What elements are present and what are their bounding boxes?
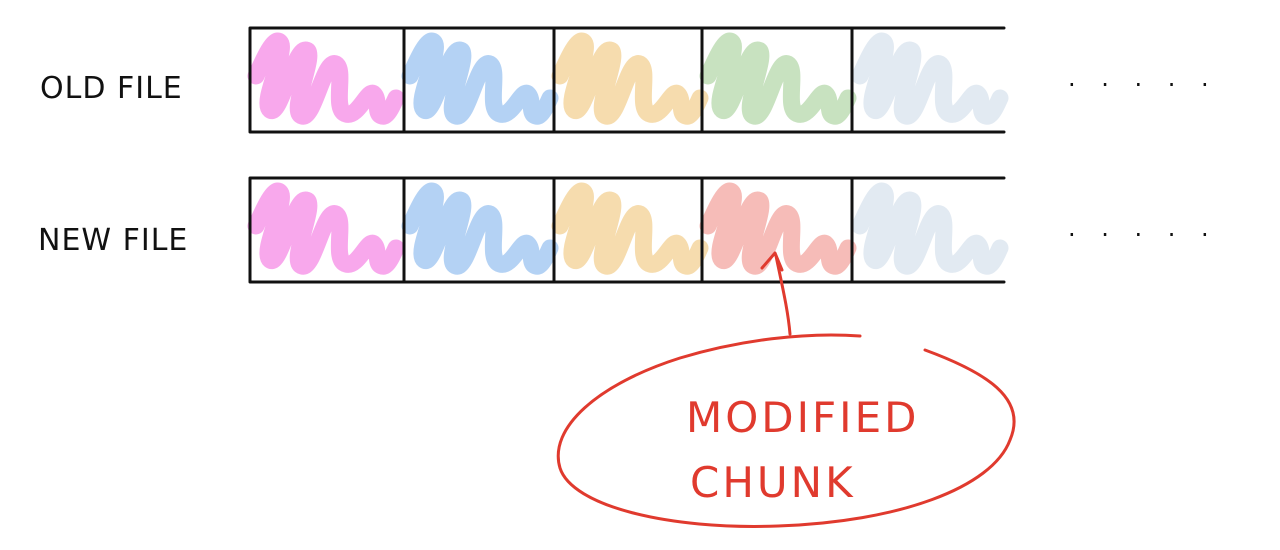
new-file-chunk-5: [860, 191, 1000, 266]
old-file-chunk-3: [560, 41, 700, 116]
modified-chunk-annotation: MODIFIED CHUNK: [556, 251, 1016, 528]
old-file-continuation-dots: . . . . .: [1068, 64, 1218, 92]
old-file-chunk-4-scribble: [708, 41, 848, 116]
new-file-chunk-2: [410, 191, 550, 266]
annotation-text-line1: MODIFIED: [686, 393, 919, 442]
new-file-chunk-3: [560, 191, 700, 266]
old-file-chunk-2: [410, 41, 550, 116]
annotation-text-line2: CHUNK: [690, 458, 856, 507]
new-file-chunk-4-scribble: [708, 191, 848, 266]
old-file-chunk-1: [256, 41, 396, 116]
new-file-chunk-3-scribble: [560, 191, 700, 266]
annotation-ellipse: [556, 333, 1016, 528]
new-file-strip-outline: [248, 176, 1006, 284]
new-file-continuation-dots: . . . . .: [1068, 214, 1218, 242]
old-file-label: OLD FILE: [40, 71, 183, 106]
new-file-chunk-2-scribble: [410, 191, 550, 266]
old-file-chunk-5-scribble: [860, 41, 1000, 116]
old-file-chunk-2-scribble: [410, 41, 550, 116]
new-file-chunk-5-scribble: [860, 191, 1000, 266]
old-file-chunk-4: [708, 41, 848, 116]
old-file-strip-outline: [248, 26, 1006, 134]
new-file-label: NEW FILE: [38, 223, 188, 258]
new-file-chunk-1-scribble: [256, 191, 396, 266]
old-file-chunk-3-scribble: [560, 41, 700, 116]
old-file-chunk-5: [860, 41, 1000, 116]
new-file-chunk-4-modified: [708, 191, 848, 266]
new-file-row: NEW FILE . . . . .: [38, 176, 1218, 284]
old-file-chunk-1-scribble: [256, 41, 396, 116]
annotation-arrow: [760, 251, 792, 336]
new-file-chunk-1: [256, 191, 396, 266]
old-file-row: OLD FILE . . . . .: [40, 26, 1218, 134]
